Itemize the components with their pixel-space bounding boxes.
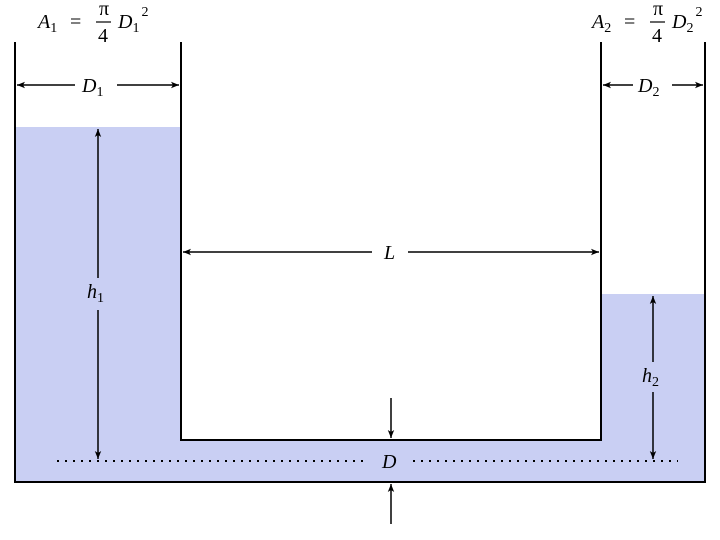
a2-four: 4 xyxy=(652,25,662,47)
d-dimension: D xyxy=(381,398,397,524)
a2-symbol: A2 xyxy=(590,11,611,36)
l-dimension: L xyxy=(183,242,599,264)
h2-dimension: h2 xyxy=(642,296,659,459)
container-walls xyxy=(14,42,706,483)
inner-wall xyxy=(180,42,602,441)
a1-four: 4 xyxy=(98,25,108,47)
outer-wall xyxy=(14,42,706,483)
l-label: L xyxy=(383,242,395,264)
a1-equals: = xyxy=(70,11,81,33)
h1-label: h1 xyxy=(87,281,104,306)
h2-label: h2 xyxy=(642,365,659,390)
d1-dimension: D1 xyxy=(17,75,179,100)
d2-label: D2 xyxy=(637,75,659,100)
a1-symbol: A1 xyxy=(36,11,57,36)
a2-equals: = xyxy=(624,11,635,33)
a2-d-term: D22 xyxy=(671,5,702,36)
a2-formula: A2 = π 4 D22 xyxy=(590,0,702,47)
d-label: D xyxy=(381,451,397,473)
a1-d-term: D12 xyxy=(117,5,148,36)
a1-formula: A1 = π 4 D12 xyxy=(36,0,148,47)
h1-dimension: h1 xyxy=(87,129,104,459)
d1-label: D1 xyxy=(81,75,103,100)
a1-pi: π xyxy=(99,0,109,20)
a2-pi: π xyxy=(653,0,663,20)
d2-dimension: D2 xyxy=(603,75,703,100)
